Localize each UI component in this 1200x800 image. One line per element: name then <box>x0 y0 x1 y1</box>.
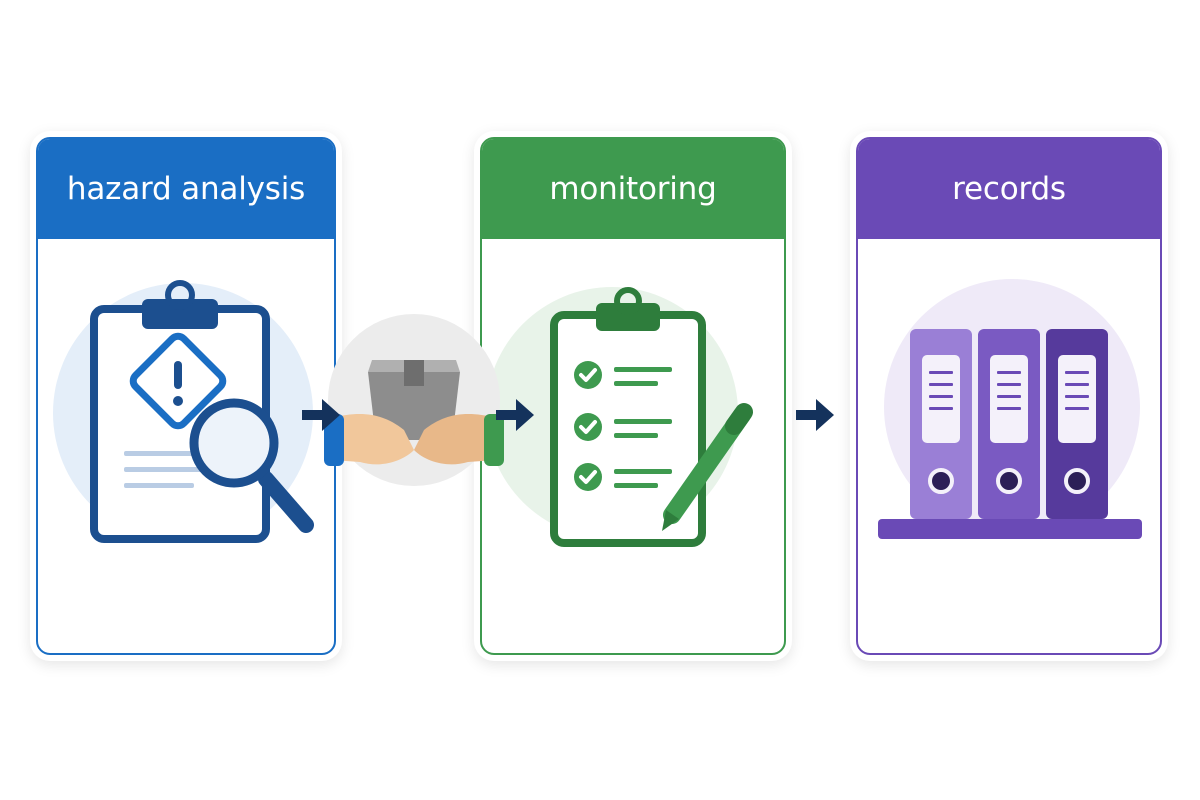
stage-title: monitoring <box>549 171 717 207</box>
stage-header: hazard analysis <box>38 139 334 239</box>
package-handoff-icon <box>324 314 504 486</box>
right-arrow-icon <box>302 399 340 431</box>
hazard-clipboard-magnifier-icon <box>53 280 314 543</box>
stage-title: records <box>952 171 1066 207</box>
stage-title: hazard analysis <box>66 171 306 207</box>
right-arrow-icon <box>796 399 834 431</box>
stage-card-monitoring: monitoring <box>474 131 792 661</box>
stage-header: records <box>858 139 1160 239</box>
right-arrow-icon <box>496 399 534 431</box>
stage-header: monitoring <box>482 139 784 239</box>
checklist-clipboard-pen-icon <box>486 287 753 547</box>
stage-card-records: records <box>850 131 1168 661</box>
binders-shelf-icon <box>878 279 1142 539</box>
stage-card-hazard-analysis: hazard analysis <box>30 131 342 661</box>
